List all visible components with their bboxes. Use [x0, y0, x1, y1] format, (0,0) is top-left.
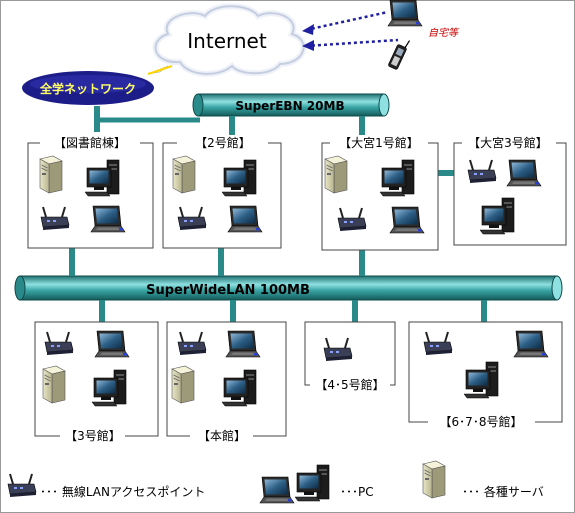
- laptop-icon: [94, 330, 130, 358]
- building-6-7-8: 【6･7･8号館】: [408, 321, 563, 429]
- legend-server-icon: [422, 460, 446, 499]
- desktop-pc-icon: [379, 159, 415, 197]
- building-2: 【2号館】: [162, 135, 282, 249]
- superebn-backbone: SuperEBN 20MB: [97, 93, 390, 123]
- legend-ap-icon: [7, 473, 37, 498]
- building-3-label: 【3号館】: [65, 428, 121, 443]
- superwidelan-backbone: SuperWideLAN 100MB: [14, 275, 563, 301]
- laptop-icon: [389, 206, 425, 234]
- building-4-5: 【4･5号館】: [304, 321, 396, 392]
- building-omiya3-label: 【大宮3号館】: [468, 135, 548, 150]
- internet-label: Internet: [187, 29, 267, 53]
- legend-desktop-icon: [294, 464, 330, 502]
- laptop-icon: [90, 205, 126, 233]
- legend-ap-label: ･･･ 無線LANアクセスポイント: [40, 484, 205, 499]
- ebn-drops: [229, 116, 365, 135]
- campus-network-label: 全学ネットワーク: [39, 81, 136, 96]
- server-icon: [324, 155, 348, 194]
- wireless-ap-icon: [177, 206, 207, 231]
- legend-pc-label: ･･･PC: [340, 485, 374, 499]
- building-omiya1-label: 【大宮1号館】: [339, 135, 419, 150]
- laptop-icon: [513, 330, 549, 358]
- building-omiya1: 【大宮1号館】: [321, 135, 439, 251]
- wireless-ap-icon: [177, 331, 207, 356]
- campus-network-badge: 全学ネットワーク: [22, 65, 173, 105]
- building-omiya3: 【大宮3号館】: [453, 135, 567, 246]
- server-icon: [42, 365, 66, 404]
- wireless-ap-icon: [337, 207, 367, 232]
- widelan-drops: [69, 170, 487, 322]
- laptop-icon: [225, 330, 261, 358]
- desktop-pc-icon: [221, 159, 257, 197]
- building-3: 【3号館】: [34, 321, 159, 443]
- building-6-7-8-label: 【6･7･8号館】: [440, 414, 523, 429]
- server-icon: [171, 365, 195, 404]
- wireless-ap-icon: [467, 159, 497, 184]
- laptop-icon: [227, 205, 263, 233]
- wireless-ap-icon: [44, 331, 74, 356]
- building-library-label: 【図書館棟】: [54, 135, 126, 150]
- home-laptop-icon: [387, 0, 423, 27]
- building-2-label: 【2号館】: [195, 135, 251, 150]
- remote-access-arrows: [302, 10, 399, 51]
- superebn-label: SuperEBN 20MB: [235, 99, 344, 113]
- laptop-icon: [506, 159, 542, 187]
- building-main: 【本館】: [166, 321, 287, 443]
- desktop-pc-icon: [479, 197, 515, 235]
- server-icon: [172, 155, 196, 194]
- desktop-pc-icon: [221, 369, 257, 407]
- mobile-phone-icon: [388, 40, 411, 70]
- legend-laptop-icon: [259, 476, 295, 504]
- home-label: 自宅等: [428, 27, 460, 39]
- legend-server-label: ･･･ 各種サーバ: [462, 484, 544, 499]
- wireless-ap-icon: [40, 206, 70, 231]
- superwidelan-label: SuperWideLAN 100MB: [146, 283, 310, 298]
- desktop-pc-icon: [91, 369, 127, 407]
- building-4-5-label: 【4･5号館】: [315, 377, 384, 392]
- building-library: 【図書館棟】: [27, 135, 154, 249]
- server-icon: [39, 155, 63, 194]
- desktop-pc-icon: [463, 361, 499, 399]
- internet-cloud: Internet: [152, 3, 307, 77]
- wireless-ap-icon: [323, 337, 353, 362]
- building-main-label: 【本館】: [198, 428, 246, 443]
- desktop-pc-icon: [84, 159, 120, 197]
- wireless-ap-icon: [423, 331, 453, 356]
- legend: ･･･ 無線LANアクセスポイント ･･･PC ･･･ 各種サーバ: [7, 460, 544, 504]
